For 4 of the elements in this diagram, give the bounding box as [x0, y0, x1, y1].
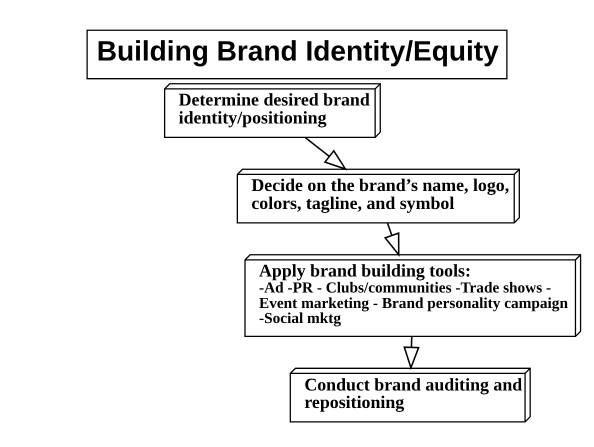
arrow [304, 137, 348, 170]
arrow [403, 336, 420, 370]
diagram-title: Building Brand Identity/Equity [96, 35, 499, 66]
arrow [384, 223, 400, 257]
